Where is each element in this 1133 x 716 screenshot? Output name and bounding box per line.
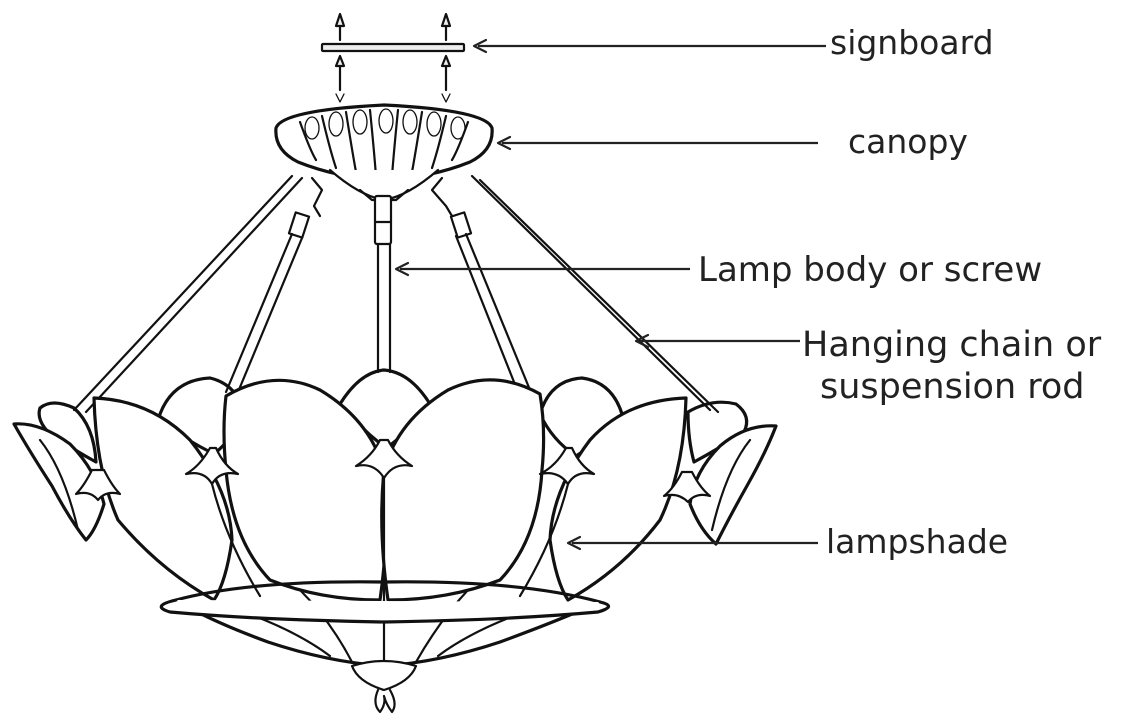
rod-inner-left [226, 178, 322, 392]
leader-canopy [498, 137, 818, 149]
front-petals [14, 380, 776, 600]
leader-lamp-body [396, 263, 690, 275]
leader-signboard [474, 40, 826, 52]
label-chain-line2: suspension rod [820, 367, 1085, 407]
screw-right-top [442, 14, 450, 40]
label-lampshade: lampshade [826, 522, 1008, 561]
signboard-plate [322, 44, 464, 51]
label-chain-line1: Hanging chain or [802, 325, 1102, 365]
screw-left-top [336, 14, 344, 40]
lampshade-body [14, 370, 776, 712]
leader-chain [636, 335, 800, 347]
label-lamp-body: Lamp body or screw [698, 250, 1042, 290]
screw-right-bottom [442, 56, 450, 102]
rod-outer-right [472, 176, 718, 412]
canopy-shape [276, 105, 492, 200]
suspension-rods [74, 176, 718, 412]
diagram-labels: signboard canopy Lamp body or screw Hang… [698, 23, 1102, 561]
screw-left-bottom [336, 56, 344, 102]
bottom-finial [352, 661, 416, 712]
rod-inner-right [432, 178, 530, 392]
rod-center [375, 196, 391, 372]
label-canopy: canopy [848, 122, 968, 161]
label-signboard: signboard [830, 23, 994, 62]
mounting-screws [336, 14, 450, 102]
